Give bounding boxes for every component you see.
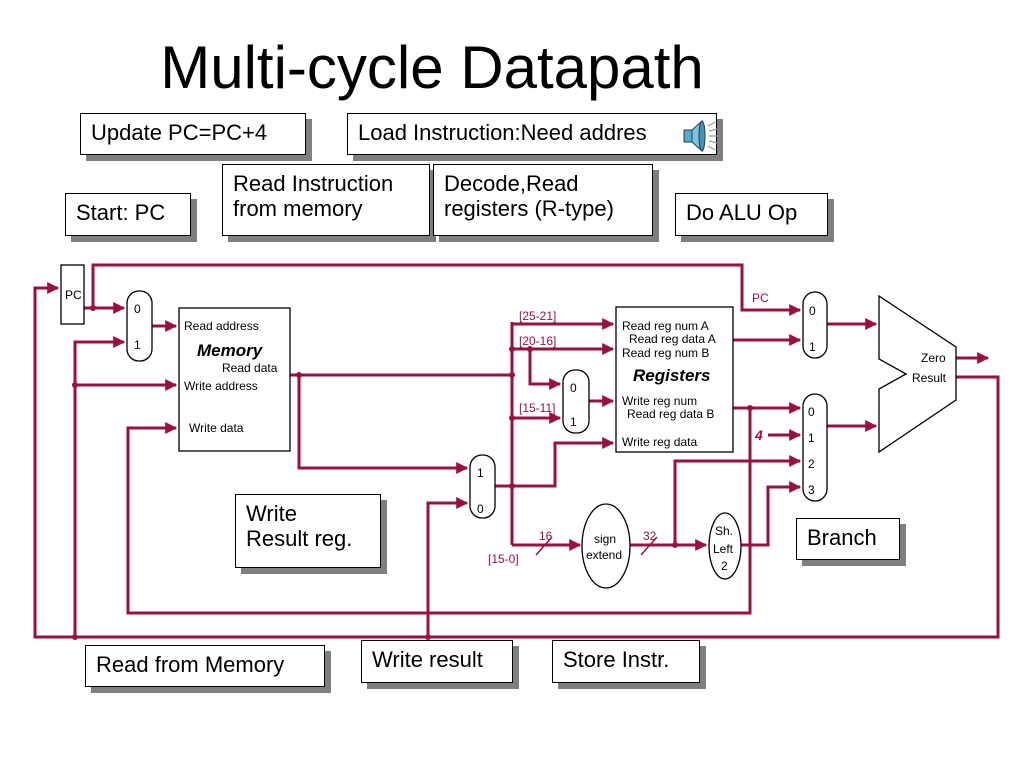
wire-result-to-memtoreg: [426, 497, 469, 637]
note-load-instruction: Load Instruction:Need addres: [347, 113, 717, 155]
alu-result: Result: [912, 371, 947, 385]
wire-result-to-mux1: [73, 336, 126, 637]
reg-read-num-a: Read reg num A: [622, 319, 709, 333]
reg-read-num-b: Read reg num B: [622, 346, 709, 360]
alu: Zero Result: [878, 294, 957, 454]
note-write-result: Write result: [361, 640, 513, 683]
shift-left-line2: Left: [713, 542, 734, 556]
mux-alu-b-in3: 3: [808, 483, 815, 497]
alu-zero: Zero: [921, 351, 946, 365]
wire-20-16-mux: [528, 349, 562, 390]
memory-name: Memory: [197, 341, 264, 360]
mux-regdst-in1: 1: [570, 415, 577, 429]
mux-memtoreg-in1: 1: [477, 466, 484, 480]
label-width-32: 32: [643, 529, 657, 543]
label-bits-25-21: [25-21]: [519, 309, 556, 323]
label-width-16: 16: [539, 529, 553, 543]
note-read-instruction-line2: from memory: [233, 196, 363, 222]
reg-read-data-a: Read reg data A: [629, 332, 716, 346]
sign-extend-line1: sign: [594, 532, 616, 546]
note-write-result-reg-line1: Write: [246, 501, 297, 526]
mux-regdst: 0 1: [562, 369, 590, 434]
page-title: Multi-cycle Datapath: [160, 34, 704, 101]
note-write-result-reg: Write Result reg.: [235, 494, 381, 568]
wire-readdata-to-mux: [297, 375, 469, 474]
reg-write-data: Write reg data: [622, 435, 697, 449]
wire-labels: [25-21] [20-16] [15-11] [15-0] 16 32 PC …: [488, 291, 769, 566]
label-bits-20-16: [20-16]: [519, 334, 556, 348]
label-const-4: 4: [754, 427, 763, 443]
note-decode-read-line2: registers (R-type): [444, 196, 614, 222]
mux-alu-a-in1: 1: [809, 340, 816, 354]
note-read-instruction: Read Instruction from memory: [222, 164, 430, 236]
mux-pc-in1: 1: [134, 338, 141, 352]
note-do-alu-op: Do ALU Op: [675, 193, 828, 236]
shift-left-line1: Sh.: [715, 524, 733, 538]
mux-memtoreg-in0: 0: [477, 502, 484, 516]
speaker-icon[interactable]: [680, 118, 720, 154]
wire-result-loop: [33, 282, 1000, 639]
register-file: Read reg num A Read reg data A Read reg …: [615, 306, 734, 453]
wire-signext-to-mux2: [673, 455, 802, 545]
reg-write-num: Write reg num: [622, 394, 697, 408]
wire-shl-out: [741, 481, 802, 547]
label-pc-wire: PC: [752, 291, 769, 305]
mux-alu-b-in2: 2: [808, 457, 815, 471]
mux-memtoreg: 1 0: [469, 454, 496, 519]
note-update-pc: Update PC=PC+4: [80, 113, 306, 155]
wire-memtoreg-out: [495, 437, 615, 488]
mux-pc-in0: 0: [134, 302, 141, 316]
shift-left-2: Sh. Left 2: [708, 512, 742, 580]
wires: [33, 263, 1000, 640]
shift-left-line3: 2: [721, 559, 728, 573]
memory-write-address: Write address: [184, 379, 258, 393]
mux-alu-b-in1: 1: [808, 431, 815, 445]
reg-read-data-b: Read reg data B: [627, 407, 714, 421]
mux-alu-b-in0: 0: [808, 405, 815, 419]
label-bits-15-0: [15-0]: [488, 552, 519, 566]
memory-read-data: Read data: [222, 361, 278, 375]
memory-read-address: Read address: [184, 319, 259, 333]
note-decode-read-line1: Decode,Read: [444, 171, 579, 196]
mux-regdst-in0: 0: [570, 381, 577, 395]
pc-register: PC: [60, 264, 85, 325]
wire-pc-top: [91, 263, 802, 316]
note-read-instruction-line1: Read Instruction: [233, 171, 394, 196]
note-store-instr: Store Instr.: [552, 640, 700, 683]
mux-alu-a: 0 1: [802, 291, 828, 359]
label-bits-15-11: [15-11]: [519, 401, 555, 415]
mux-pc: 0 1: [126, 290, 153, 362]
note-start-pc: Start: PC: [65, 193, 191, 236]
memory-write-data: Write data: [189, 421, 244, 435]
mux-alu-b: 0 1 2 3: [802, 393, 828, 502]
note-read-from-memory: Read from Memory: [85, 645, 325, 687]
note-branch: Branch: [796, 518, 900, 560]
mux-alu-a-in0: 0: [809, 304, 816, 318]
sign-extend-line2: extend: [586, 548, 622, 562]
sign-extend: sign extend: [581, 503, 631, 589]
note-decode-read: Decode,Read registers (R-type): [433, 164, 653, 236]
memory-unit: Read address Memory Read data Write addr…: [178, 307, 291, 452]
note-write-result-reg-line2: Result reg.: [246, 526, 353, 552]
pc-label: PC: [65, 288, 82, 302]
registers-name: Registers: [633, 366, 710, 385]
